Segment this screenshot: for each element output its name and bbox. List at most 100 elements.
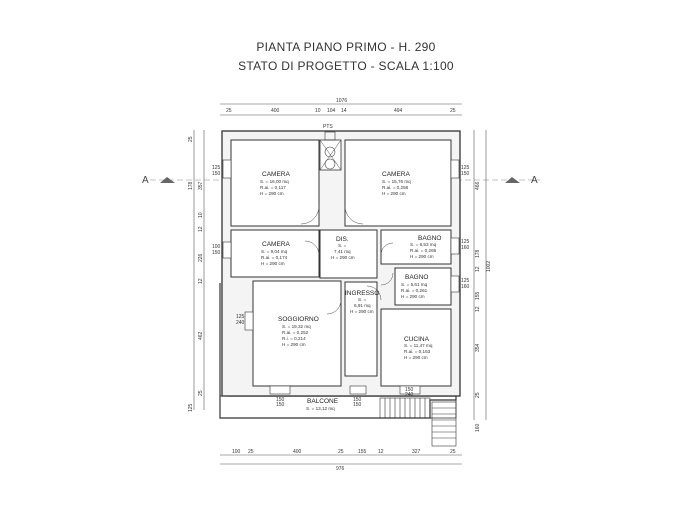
- shaft-label: PTS: [323, 124, 333, 130]
- plan-element: [450, 237, 460, 255]
- room-label: CAMERA: [262, 241, 290, 248]
- plan-element: [269, 385, 291, 395]
- dim-right-7: 25: [475, 392, 481, 398]
- left-dim-texts: 25 357 10 178 12 226 12 462 25 125: [188, 136, 204, 412]
- plan-element: [450, 159, 460, 179]
- room-dis: [319, 229, 378, 279]
- plan-element: [431, 401, 457, 447]
- plan-element: H = 290 cm: [410, 254, 434, 259]
- dim-left-6: 12: [198, 278, 204, 284]
- plan-element: S. = 16,00 mq: [260, 179, 289, 184]
- plan-element: H = 290 cm: [282, 342, 306, 347]
- dim-left-2: 10: [198, 212, 204, 218]
- dim-bot-2: 400: [293, 449, 302, 455]
- plan-element: [244, 311, 254, 331]
- plan-element: 125: [236, 314, 245, 320]
- plan-element: 125: [461, 239, 470, 245]
- dim-right-0: 1002: [486, 261, 492, 272]
- plan-element: R.ai. = 0,163: [404, 349, 431, 354]
- plan-element: H = 290 cm: [260, 191, 284, 196]
- room-label: BALCONE: [307, 398, 339, 405]
- plan-element: S. = 5,61 mq: [401, 282, 428, 287]
- dim-right-4: 155: [475, 291, 481, 300]
- plan-element: 7,41 mq: [334, 249, 351, 254]
- plan-element: S. = 15,76 mq: [382, 179, 411, 184]
- plan-element: H = 290 cm: [261, 261, 285, 266]
- plan-element: [450, 275, 460, 293]
- plan-element: R.ai. = 0,256: [382, 185, 409, 190]
- plan-element: 150: [405, 387, 414, 393]
- room-soggiorno: [252, 280, 342, 387]
- plan-element: S. = 19,32 mq: [282, 324, 311, 329]
- plan-element: [326, 299, 342, 315]
- section-mark-right: A: [531, 175, 538, 186]
- room-camera-2: [344, 139, 452, 227]
- dim-right-1: 466: [475, 181, 481, 190]
- plan-element: R.i. = 0,214: [282, 336, 306, 341]
- dim-right-8: 160: [475, 423, 481, 432]
- plan-element: R.ai. = 0,117: [260, 185, 286, 190]
- section-mark-left: A: [142, 175, 149, 186]
- dim-left-5: 226: [198, 253, 204, 262]
- plan-element: H = 290 cm: [382, 191, 406, 196]
- dim-top-2: 10: [315, 108, 321, 114]
- dim-right-6: 354: [475, 343, 481, 352]
- plan-element: [222, 241, 232, 259]
- plan-element: 240: [236, 320, 245, 326]
- room-camera-1: [230, 139, 320, 227]
- dim-right-5: 12: [475, 306, 481, 312]
- plan-element: 125: [461, 165, 470, 171]
- plan-element: 150: [276, 402, 285, 408]
- plan-element: [349, 385, 367, 395]
- shaft-circle: [324, 146, 336, 158]
- dim-bot-5: 12: [378, 449, 384, 455]
- plan-element: [304, 240, 320, 256]
- right-dim-texts: 1002 466 178 12 155 12 354 25 160: [475, 181, 492, 432]
- windows: [222, 159, 460, 395]
- plan-element: S. =: [338, 243, 347, 248]
- room-bagno-1: [380, 229, 452, 265]
- plan-element: [324, 131, 336, 141]
- plan-element: H = 290 cm: [350, 309, 374, 314]
- dim-left-1: 357: [198, 181, 204, 190]
- window-labels: 125 150 125 150 100 150 125 160 125 160 …: [212, 165, 470, 408]
- plan-element: H = 290 cm: [331, 255, 355, 260]
- room-label: BAGNO: [405, 274, 428, 281]
- plan-element: 240: [405, 392, 414, 398]
- dim-top-0: 25: [226, 108, 232, 114]
- plan-element: 6,91 mq: [354, 303, 371, 308]
- plan-element: 125: [461, 278, 470, 284]
- plan-element: S. = 9,04 mq: [261, 249, 288, 254]
- plan-element: S. = 11,47 mq: [404, 343, 433, 348]
- plan-element: 100: [212, 244, 221, 250]
- plan-element: 150: [276, 397, 285, 403]
- room-bagno-2: [394, 267, 452, 306]
- plan-element: R.ai. = 0,266: [410, 248, 437, 253]
- dim-left-3: 178: [188, 181, 194, 190]
- plan-element: 160: [461, 245, 470, 251]
- plan-element: R.ai. = 0,174: [261, 255, 288, 260]
- plan-element: [324, 158, 336, 170]
- room-label: CUCINA: [404, 336, 430, 343]
- plan-element: [222, 159, 232, 179]
- plan-element: [319, 139, 342, 171]
- plan-element: 150: [212, 171, 221, 177]
- dim-right-2: 178: [475, 249, 481, 258]
- room-label: BAGNO: [418, 235, 441, 242]
- plan-element: 125: [212, 165, 221, 171]
- dim-top-total: 1076: [336, 98, 347, 104]
- dim-bot-1: 25: [248, 449, 254, 455]
- room-label: INGRESSO: [345, 290, 379, 297]
- plan-element: [380, 242, 394, 256]
- plan-element: [344, 205, 364, 225]
- room-label: SOGGIORNO: [278, 316, 319, 323]
- plan-element: [399, 385, 421, 395]
- room-camera-3: [230, 229, 320, 278]
- plan-element: [366, 285, 382, 301]
- room-ingresso: [344, 281, 378, 377]
- dim-left-0: 25: [188, 136, 194, 142]
- dim-top-1: 400: [271, 108, 280, 114]
- plan-element: 150: [461, 171, 470, 177]
- dim-left-7: 462: [198, 331, 204, 340]
